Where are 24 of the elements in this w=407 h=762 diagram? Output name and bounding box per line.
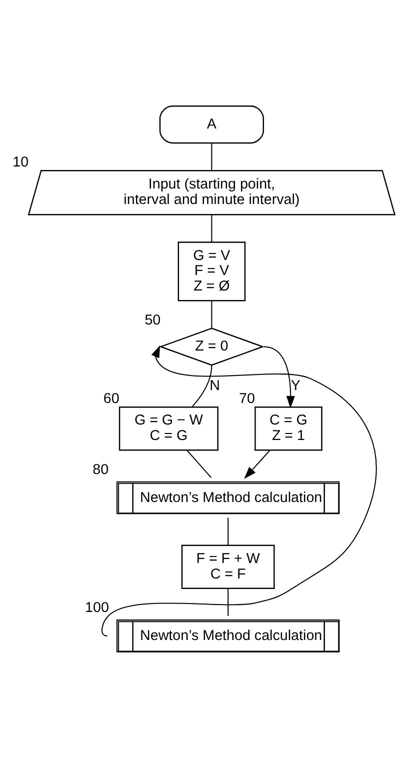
node-label: 80 <box>92 462 109 478</box>
connector <box>211 143 212 171</box>
connector <box>228 518 229 546</box>
node-label: 70 <box>239 391 255 408</box>
connector <box>228 588 229 616</box>
connector <box>211 215 212 242</box>
node-label: 10 <box>12 154 29 171</box>
node-box: G = G − W C = G <box>118 406 218 451</box>
node-label: 60 <box>103 391 120 408</box>
node-label: 100 <box>85 600 109 616</box>
node-box: F = F + W C = F <box>181 544 275 589</box>
connector <box>192 365 212 408</box>
node-label: 50 <box>144 312 161 328</box>
node-diamond: Z = 0 <box>158 328 264 366</box>
node-box: C = G Z = 1 <box>254 406 322 451</box>
arrow <box>264 346 295 408</box>
connector <box>186 450 212 478</box>
node-box: G = V F = V Z = Ø <box>178 242 246 302</box>
edge-label: Y <box>290 378 300 394</box>
node-box: Input (starting point, interval and minute interval) <box>28 170 396 216</box>
node-box: A <box>159 105 264 144</box>
arrow <box>244 450 270 479</box>
edge-label: N <box>210 378 220 394</box>
connector <box>211 300 212 328</box>
